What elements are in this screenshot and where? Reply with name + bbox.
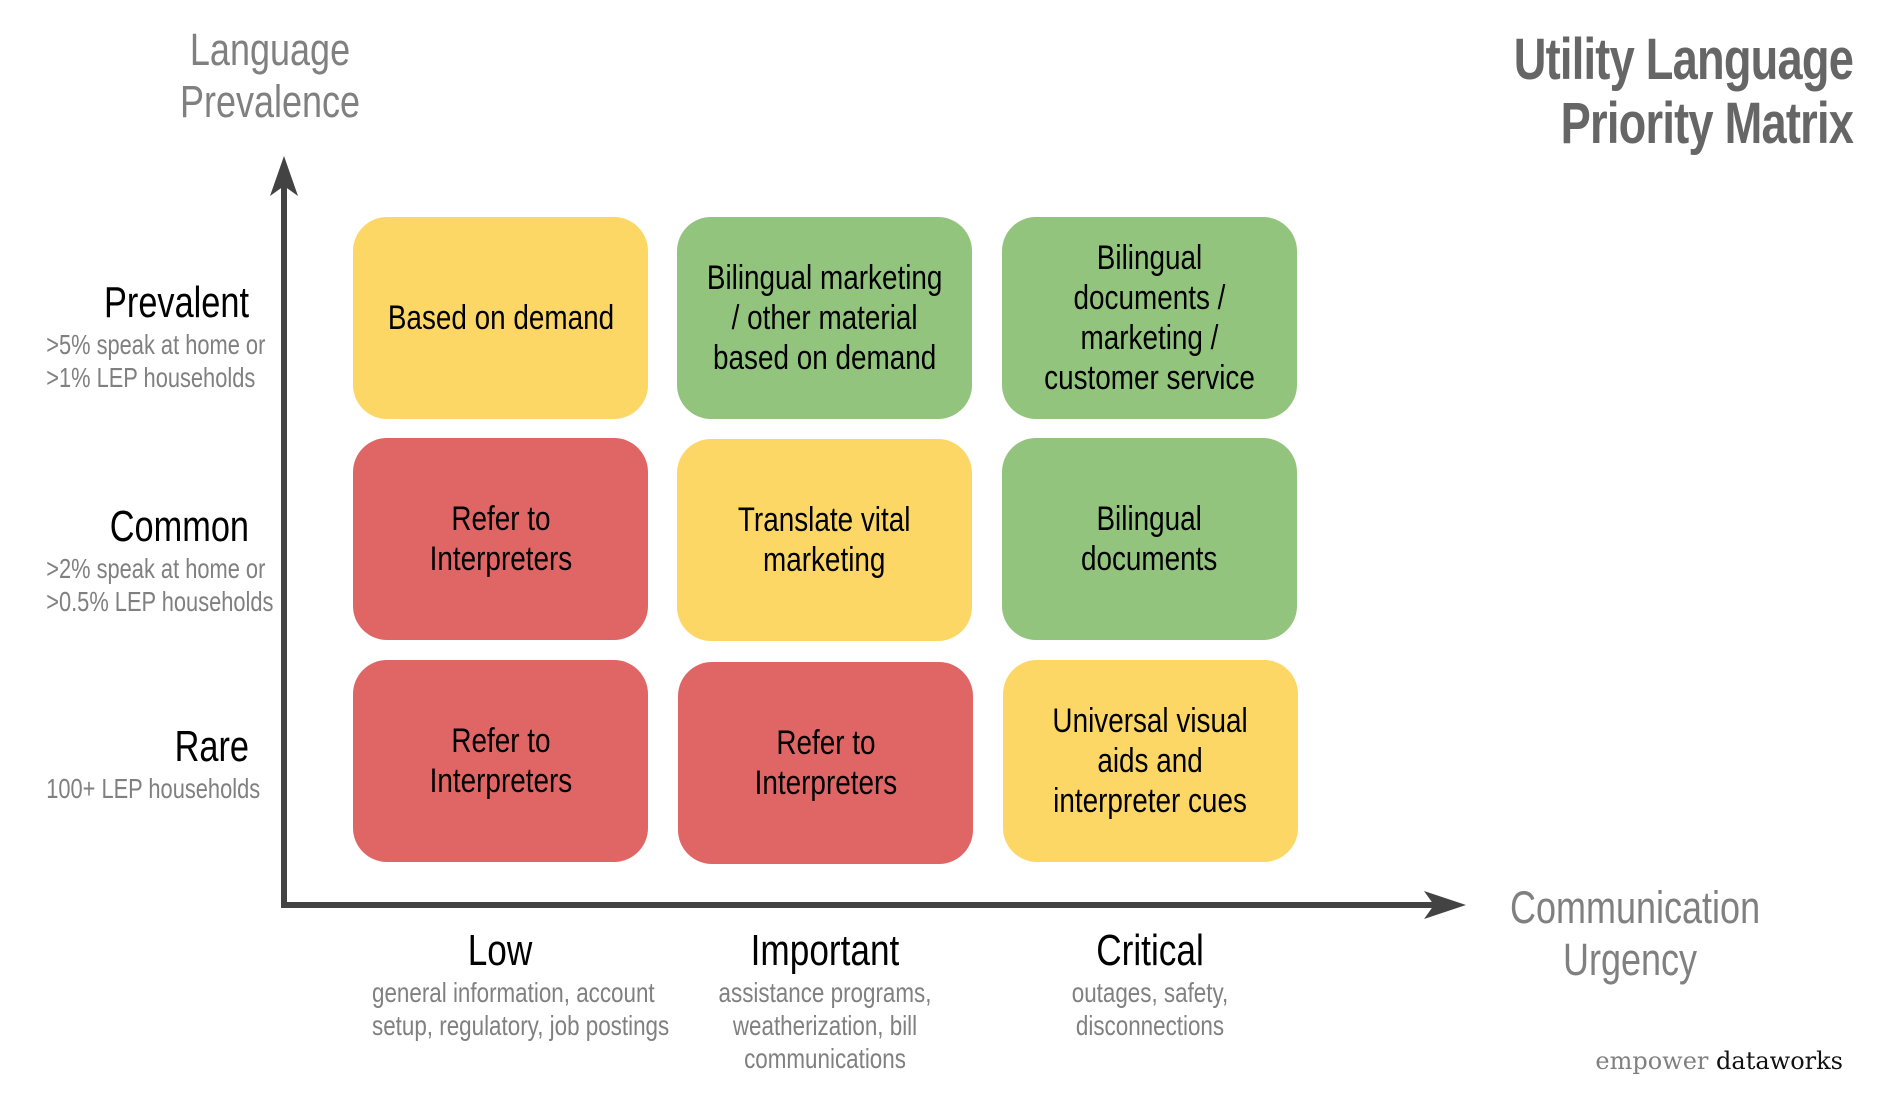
matrix-cell-rare-critical: Universal visual aids and interpreter cu… <box>1003 660 1298 862</box>
cell-text: Bilingual documents <box>1081 500 1218 578</box>
y-axis-title-line-1: Language <box>189 24 351 75</box>
row-label-main: Rare <box>174 722 249 771</box>
y-axis-title-line-2: Prevalence <box>179 76 361 127</box>
cell-text: Refer to Interpreters <box>429 722 572 800</box>
logo-part-dataworks: dataworks <box>1716 1047 1843 1075</box>
page-title: Utility Language Priority Matrix <box>1418 27 1854 156</box>
matrix-cell-prevalent-low: Based on demand <box>353 217 648 419</box>
column-label-low: Low general information, account setup, … <box>340 926 670 1042</box>
row-label-sub: >2% speak at home or <box>46 553 266 584</box>
column-label-main: Low <box>467 926 533 975</box>
cell-text: Bilingual documents / marketing / custom… <box>1044 239 1255 397</box>
cell-text: Based on demand <box>387 299 614 337</box>
empower-dataworks-logo: empower dataworks <box>1595 1047 1843 1075</box>
matrix-cell-rare-important: Refer to Interpreters <box>678 662 973 864</box>
matrix-cell-common-critical: Bilingual documents <box>1002 438 1297 640</box>
x-axis-title-line-1: Communication <box>1510 882 1761 933</box>
column-label-sub: setup, regulatory, job postings <box>372 1010 670 1041</box>
cell-text: Translate vital marketing <box>738 501 911 579</box>
cell-text: Refer to Interpreters <box>754 724 897 802</box>
column-label-sub: disconnections <box>1075 1010 1225 1041</box>
title-line-2: Priority Matrix <box>1560 91 1854 156</box>
column-label-sub: weatherization, bill <box>732 1010 918 1041</box>
x-axis-title-line-2: Urgency <box>1562 934 1698 985</box>
column-label-sub: outages, safety, <box>1071 977 1229 1008</box>
row-label-rare: Rare 100+ LEP households <box>0 722 261 805</box>
row-label-sub: >1% LEP households <box>46 362 256 393</box>
cell-text: Universal visual aids and interpreter cu… <box>1052 702 1249 820</box>
row-label-common: Common >2% speak at home or >0.5% LEP ho… <box>0 502 274 618</box>
row-label-sub: 100+ LEP households <box>46 773 261 804</box>
column-label-sub: general information, account <box>372 977 655 1008</box>
matrix-cell-common-important: Translate vital marketing <box>677 439 972 641</box>
matrix-cell-common-low: Refer to Interpreters <box>353 438 648 640</box>
column-label-sub: assistance programs, <box>718 977 932 1008</box>
row-label-main: Common <box>109 502 249 551</box>
y-axis-title: Language Prevalence <box>140 24 400 128</box>
column-label-main: Critical <box>1096 926 1204 975</box>
matrix-cell-rare-low: Refer to Interpreters <box>353 660 648 862</box>
y-axis-arrow-icon <box>270 156 298 196</box>
column-label-important: Important assistance programs, weatheriz… <box>665 926 985 1075</box>
logo-part-empower: empower <box>1595 1047 1709 1075</box>
matrix-cell-prevalent-important: Bilingual marketing / other material bas… <box>677 217 972 419</box>
cell-text: Refer to Interpreters <box>429 500 572 578</box>
x-axis-title: Communication Urgency <box>1480 882 1780 986</box>
cell-text: Bilingual marketing / other material bas… <box>706 259 943 377</box>
row-label-main: Prevalent <box>104 278 249 327</box>
matrix-cell-prevalent-critical: Bilingual documents / marketing / custom… <box>1002 217 1297 419</box>
x-axis-arrow-icon <box>1424 891 1466 919</box>
row-label-sub: >5% speak at home or <box>46 329 266 360</box>
column-label-sub: communications <box>744 1043 906 1074</box>
row-label-sub: >0.5% LEP households <box>46 586 274 617</box>
title-line-1: Utility Language <box>1513 27 1854 92</box>
column-label-critical: Critical outages, safety, disconnections <box>990 926 1310 1042</box>
row-label-prevalent: Prevalent >5% speak at home or >1% LEP h… <box>0 278 266 394</box>
column-label-main: Important <box>750 926 900 975</box>
